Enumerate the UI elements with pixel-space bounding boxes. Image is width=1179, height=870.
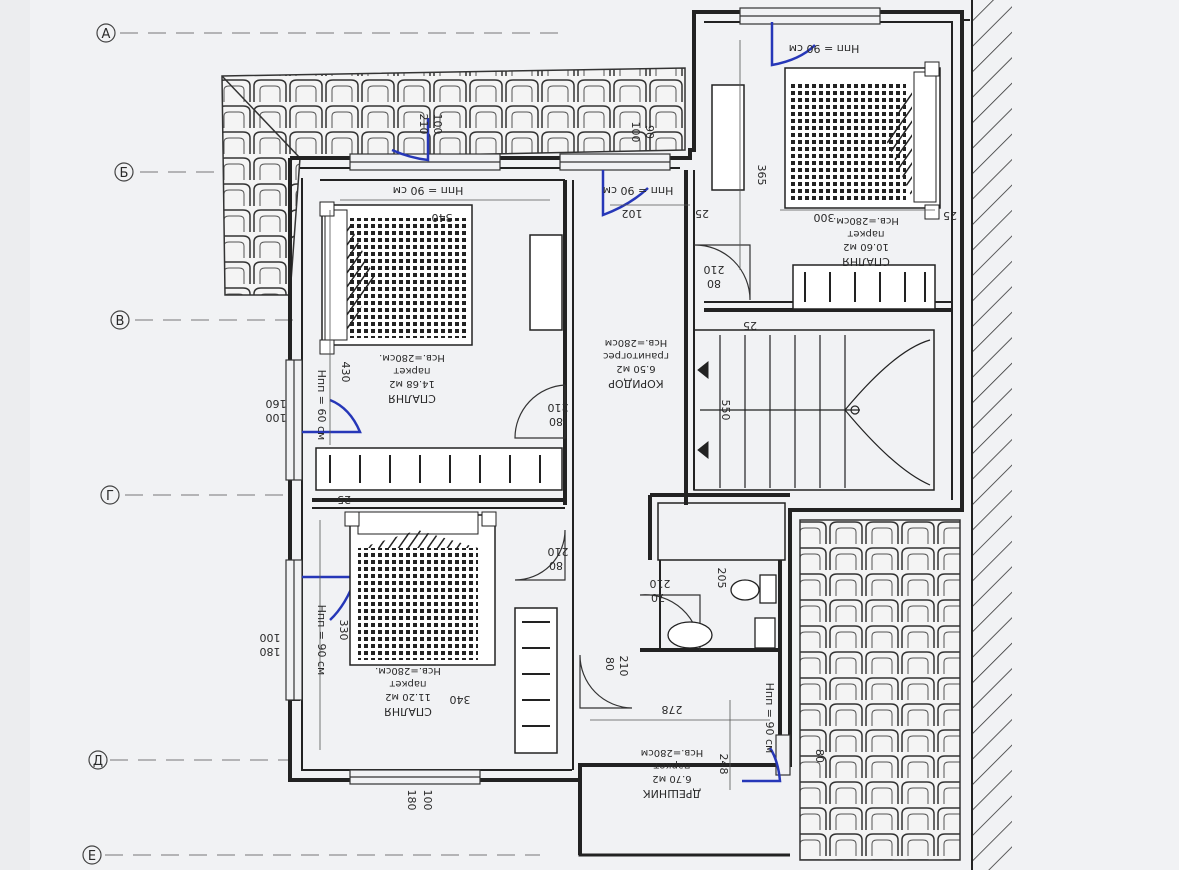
dim-text: 80 [549, 559, 563, 572]
dim-text: 205 [715, 568, 728, 589]
dim-text: 180 [260, 645, 281, 658]
windows [285, 7, 881, 785]
axis-label-g: Г [106, 489, 114, 504]
dim-text: 248 [717, 754, 730, 775]
bed-bedroom2 [784, 61, 941, 220]
dim-text: 100 [629, 122, 642, 143]
axis-label-a: А [102, 27, 111, 42]
dimension-numbers: 340 430 102 25 25 210 80 210 80 210 80 2… [260, 114, 958, 811]
axis-label-e: Е [88, 849, 96, 864]
bed-bedroom3 [344, 511, 497, 666]
staircase [693, 329, 935, 491]
dim-text: 80 [707, 277, 721, 290]
axis-label-v: В [116, 314, 125, 329]
room-name: КОРИДОР [608, 377, 664, 390]
bathroom-fixtures [667, 574, 777, 649]
room-area: 6.70 м2 [652, 773, 691, 784]
room-height: Нсв.=280см. [833, 215, 899, 226]
room-area: 14.68 м2 [389, 378, 435, 389]
sill-note: Нпп = 60 см [315, 370, 328, 441]
room-height: Нсв.=280см [605, 337, 668, 348]
dimension-lines [319, 40, 935, 790]
dim-text: 210 [704, 263, 725, 276]
room-name: СПАЛНЯ [384, 705, 432, 718]
room-floor: гранитогрес [603, 350, 669, 361]
dim-text: 340 [450, 693, 471, 706]
dim-text: 365 [755, 165, 768, 186]
dim-text: 210 [548, 545, 569, 558]
dim-text: 80 [549, 415, 563, 428]
room-height: Нсв.=280см [641, 747, 704, 758]
room-label-wardrobe: ДРЕШНИК 6.70 м2 паркет Нсв.=280см [641, 747, 704, 800]
dim-text: 180 [405, 790, 418, 811]
dim-text: 25 [695, 207, 709, 220]
sill-note: Нпп = 90 см [789, 42, 860, 55]
room-floor: паркет [389, 678, 426, 689]
axis-label-b: Б [120, 166, 129, 181]
room-height: Нсв.=280см. [379, 352, 445, 363]
dim-text: 100 [266, 411, 287, 424]
roof-tiles-right [799, 519, 961, 861]
dim-text: 80 [813, 749, 826, 763]
dim-text: 210 [417, 114, 430, 135]
dim-text: 210 [617, 656, 630, 677]
dim-text: 210 [548, 401, 569, 414]
bed-bedroom1 [319, 201, 473, 355]
sill-note: Нпп = 90 см [315, 605, 328, 676]
dim-text: 340 [432, 211, 453, 224]
room-name: СПАЛНЯ [842, 255, 890, 268]
door-swings [514, 244, 751, 709]
wardrobes [315, 84, 936, 754]
dim-text: 100 [421, 790, 434, 811]
dim-text: 90 [643, 125, 656, 139]
sill-note: Нпп = 90 см [393, 184, 464, 197]
room-floor: паркет [653, 760, 690, 771]
sill-note: Нпп = 90 см [763, 683, 776, 754]
room-area: 11.20 м2 [385, 691, 431, 702]
dim-text: 210 [650, 577, 671, 590]
room-height: Нсв.=280см. [375, 665, 441, 676]
dim-text: 330 [337, 620, 350, 641]
hatched-wall-right [972, 0, 1012, 870]
room-label-corridor: КОРИДОР 6.50 м2 гранитогрес Нсв.=280см [603, 337, 669, 390]
room-name: СПАЛНЯ [388, 392, 436, 405]
room-area: 6.50 м2 [616, 363, 655, 374]
dim-text: 550 [719, 400, 732, 421]
dim-text: 160 [266, 397, 287, 410]
dim-text: 300 [814, 211, 835, 224]
axis-lines [105, 32, 560, 856]
axis-label-d: Д [93, 754, 103, 769]
dim-text: 430 [339, 362, 352, 383]
dim-text: 25 [943, 209, 957, 222]
room-area: 10.60 м2 [843, 241, 889, 252]
room-floor: паркет [847, 228, 884, 239]
room-name: ДРЕШНИК [643, 787, 701, 800]
axis-markers: А Б В Г Д Е [82, 23, 134, 865]
dim-text: 100 [431, 114, 444, 135]
dim-text: 70 [651, 591, 665, 604]
dim-text: 278 [662, 703, 683, 716]
sill-note: Нпп = 90 см [603, 184, 674, 197]
room-label-bedroom1: СПАЛНЯ 14.68 м2 паркет Нсв.=280см. [379, 352, 445, 405]
room-label-bedroom2: СПАЛНЯ 10.60 м2 паркет Нсв.=280см. [833, 215, 899, 268]
dim-text: 25 [337, 493, 351, 506]
dim-text: 102 [622, 207, 643, 220]
dim-text: 80 [603, 657, 616, 671]
room-label-bedroom3: СПАЛНЯ 11.20 м2 паркет Нсв.=280см. [375, 665, 441, 718]
room-floor: паркет [393, 365, 430, 376]
dim-text: 100 [260, 631, 281, 644]
dim-text: 25 [743, 319, 757, 332]
